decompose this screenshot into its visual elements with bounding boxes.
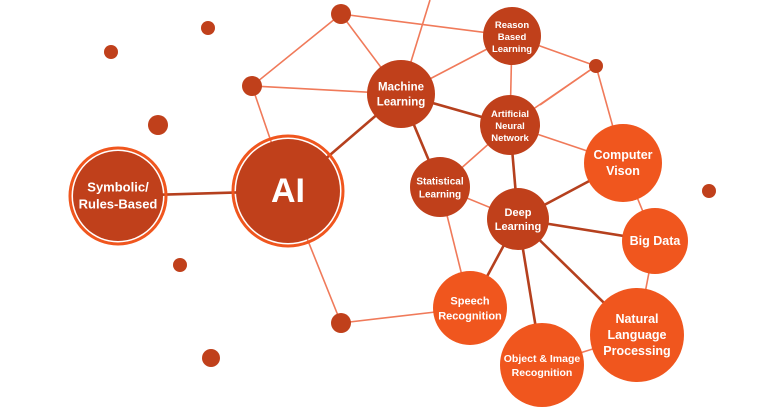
node-label-line: Vison (606, 164, 640, 178)
node-circle (73, 151, 163, 241)
node-label-line: Speech (450, 295, 489, 307)
node-circle (622, 208, 688, 274)
node-label-line: Recognition (438, 310, 502, 322)
node-label-line: Statistical (416, 176, 463, 187)
node-ai: AI (231, 134, 345, 248)
node-label-line: Object & Image (504, 353, 581, 365)
node-circle (500, 323, 584, 407)
edges (117, 0, 656, 366)
node-label-line: Big Data (630, 234, 682, 248)
node-label-line: Learning (419, 189, 461, 200)
junction-dot (589, 59, 603, 73)
node-label-line: Natural (615, 312, 658, 326)
node-circle (433, 271, 507, 345)
node-label-line: Neural (495, 121, 525, 132)
node-circle (480, 95, 540, 155)
decorative-dots (104, 4, 716, 367)
node-ring (231, 134, 345, 248)
node-label-line: Machine (378, 82, 424, 94)
decorative-dot (148, 115, 168, 135)
node-circle (410, 157, 470, 217)
node-label-line: Learning (492, 44, 532, 55)
node-label-line: Learning (495, 221, 541, 233)
node-label-line: Language (607, 328, 666, 342)
node-circle (487, 188, 549, 250)
decorative-dot (702, 184, 716, 198)
node-label-line: Reason (495, 20, 530, 31)
junction-dot (331, 313, 351, 333)
node-label-line: Network (491, 133, 529, 144)
node-circle (584, 124, 662, 202)
junction-dot (242, 76, 262, 96)
node-label-line: Based (498, 32, 527, 43)
node-label-line: Symbolic/ (87, 180, 149, 195)
node-label-line: Recognition (512, 367, 573, 379)
node-label: AI (271, 172, 305, 210)
node-big-data: Big Data (622, 208, 688, 274)
node-label-line: Artificial (491, 109, 529, 120)
node-circle (367, 60, 435, 128)
node-label-line: Deep (505, 207, 532, 219)
node-circle (483, 7, 541, 65)
node-label: Symbolic/Rules-Based (79, 180, 158, 212)
node-label: Big Data (630, 234, 682, 248)
node-label-line: Processing (603, 344, 670, 358)
node-label-line: AI (271, 172, 305, 210)
node-label-line: Learning (377, 97, 426, 109)
decorative-dot (201, 21, 215, 35)
connection-line (251, 13, 342, 87)
node-circle (590, 288, 684, 382)
decorative-dot (104, 45, 118, 59)
node-label-line: Computer (593, 148, 652, 162)
node-circle (236, 139, 340, 243)
connection-line (539, 65, 597, 106)
node-label-line: Rules-Based (79, 197, 158, 212)
node-symbolic: Symbolic/Rules-Based (68, 146, 168, 246)
decorative-dot (173, 258, 187, 272)
decorative-dot (202, 349, 220, 367)
junction-dot (331, 4, 351, 24)
node-ring (68, 146, 168, 246)
